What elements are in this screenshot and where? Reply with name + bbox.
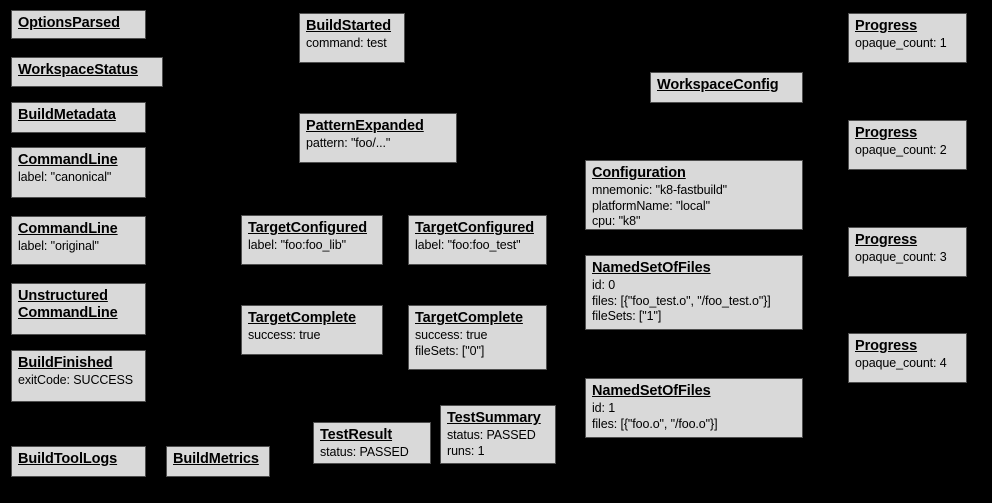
node-fields: opaque_count: 2 <box>855 143 947 157</box>
node-title: Progress <box>855 338 918 354</box>
node-title: Progress <box>855 232 918 248</box>
node-title: TargetConfigured <box>415 220 534 236</box>
node-build-tool-logs[interactable]: BuildToolLogs <box>11 446 146 477</box>
node-target-configured-foo-test[interactable]: TargetConfigured label: "foo:foo_test" <box>408 215 547 265</box>
node-pattern-expanded[interactable]: PatternExpanded pattern: "foo/..." <box>299 113 457 163</box>
node-target-complete-foo-test[interactable]: TargetComplete success: true fileSets: ["… <box>408 305 547 370</box>
node-fields: mnemonic: "k8-fastbuild" platformName: "… <box>592 183 728 228</box>
node-title: TargetComplete <box>248 310 356 326</box>
node-title: NamedSetOfFiles <box>592 383 711 399</box>
node-target-configured-foo-lib[interactable]: TargetConfigured label: "foo:foo_lib" <box>241 215 383 265</box>
node-title: TestResult <box>320 427 393 443</box>
node-title: WorkspaceStatus <box>18 62 138 78</box>
node-named-set-of-files-1[interactable]: NamedSetOfFiles id: 1 files: [{"foo.o", "… <box>585 378 803 438</box>
node-title: TargetConfigured <box>248 220 367 236</box>
node-title: NamedSetOfFiles <box>592 260 711 276</box>
node-unstructured-command-line[interactable]: Unstructured CommandLine <box>11 283 146 335</box>
node-title: TargetComplete <box>415 310 523 326</box>
node-progress-4[interactable]: Progress opaque_count: 4 <box>848 333 967 383</box>
node-fields: opaque_count: 1 <box>855 36 947 50</box>
node-fields: label: "foo:foo_test" <box>415 238 521 252</box>
node-fields: success: true <box>248 328 321 342</box>
node-build-finished[interactable]: BuildFinished exitCode: SUCCESS <box>11 350 146 402</box>
node-title: CommandLine <box>18 152 118 168</box>
node-fields: status: PASSED <box>320 445 409 459</box>
node-title: Unstructured CommandLine <box>18 288 118 321</box>
node-workspace-status[interactable]: WorkspaceStatus <box>11 57 163 87</box>
node-fields: label: "original" <box>18 239 99 253</box>
node-progress-3[interactable]: Progress opaque_count: 3 <box>848 227 967 277</box>
node-title: BuildStarted <box>306 18 392 34</box>
node-fields: exitCode: SUCCESS <box>18 373 134 387</box>
node-test-summary[interactable]: TestSummary status: PASSED runs: 1 <box>440 405 556 464</box>
node-title: OptionsParsed <box>18 15 120 31</box>
node-test-result[interactable]: TestResult status: PASSED <box>313 422 431 464</box>
node-build-started[interactable]: BuildStarted command: test <box>299 13 405 63</box>
node-fields: opaque_count: 4 <box>855 356 947 370</box>
node-title: CommandLine <box>18 221 118 237</box>
node-named-set-of-files-0[interactable]: NamedSetOfFiles id: 0 files: [{"foo_test.… <box>585 255 803 330</box>
node-title: Progress <box>855 125 918 141</box>
node-progress-2[interactable]: Progress opaque_count: 2 <box>848 120 967 170</box>
node-fields: label: "foo:foo_lib" <box>248 238 346 252</box>
node-options-parsed[interactable]: OptionsParsed <box>11 10 146 39</box>
node-fields: status: PASSED runs: 1 <box>447 428 536 458</box>
node-command-line-original[interactable]: CommandLine label: "original" <box>11 216 146 265</box>
node-configuration[interactable]: Configuration mnemonic: "k8-fastbuild" pl… <box>585 160 803 230</box>
node-title: WorkspaceConfig <box>657 77 779 93</box>
node-workspace-config[interactable]: WorkspaceConfig <box>650 72 803 103</box>
node-command-line-canonical[interactable]: CommandLine label: "canonical" <box>11 147 146 198</box>
node-fields: pattern: "foo/..." <box>306 136 391 150</box>
node-title: BuildToolLogs <box>18 451 118 467</box>
node-fields: id: 1 files: [{"foo.o", "/foo.o"}] <box>592 401 718 431</box>
node-build-metrics[interactable]: BuildMetrics <box>166 446 270 477</box>
node-title: Progress <box>855 18 918 34</box>
node-title: BuildFinished <box>18 355 113 371</box>
node-title: BuildMetrics <box>173 451 259 467</box>
node-fields: label: "canonical" <box>18 170 112 184</box>
node-title: PatternExpanded <box>306 118 424 134</box>
node-progress-1[interactable]: Progress opaque_count: 1 <box>848 13 967 63</box>
node-title: BuildMetadata <box>18 107 116 123</box>
node-target-complete-foo-lib[interactable]: TargetComplete success: true <box>241 305 383 355</box>
node-title: Configuration <box>592 165 686 181</box>
node-fields: success: true fileSets: ["0"] <box>415 328 488 358</box>
node-fields: command: test <box>306 36 387 50</box>
node-fields: opaque_count: 3 <box>855 250 947 264</box>
node-fields: id: 0 files: [{"foo_test.o", "/foo_test.… <box>592 278 771 323</box>
node-build-metadata[interactable]: BuildMetadata <box>11 102 146 133</box>
node-title: TestSummary <box>447 410 541 426</box>
